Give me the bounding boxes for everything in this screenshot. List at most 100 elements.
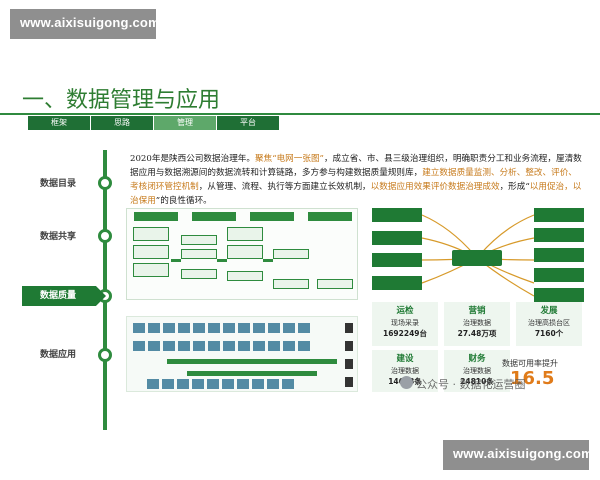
title-divider [0,113,600,115]
flow-column [317,227,353,293]
arch-node [283,323,295,333]
para-text: 2020年是陕西公司数据治理年。 [130,154,255,164]
flow-stage [134,212,178,221]
mindmap-node [534,248,584,262]
stat-label: 治理数据 [463,367,491,375]
timeline-dot [98,229,112,243]
flow-stage [192,212,236,221]
mindmap-node [534,208,584,222]
flow-column [133,227,169,281]
stat-label: 现场采录 [391,319,419,327]
watermark-bottom: www.aixisuigong.com [443,440,593,470]
arch-node [298,323,310,333]
stat-label: 治理高损台区 [528,319,570,327]
tab-platform[interactable]: 平台 [217,116,279,130]
timeline [98,150,112,430]
arch-tag [345,341,353,351]
arch-node [133,341,145,351]
arch-node [268,323,280,333]
flow-box [317,279,353,289]
arch-node [208,323,220,333]
arch-tag [345,359,353,369]
stat-value: 7160个 [534,329,564,338]
arch-node [193,341,205,351]
flow-box [181,249,217,259]
stat-value: 1692249台 [382,329,428,338]
arch-node [237,379,249,389]
arch-node [282,379,294,389]
arch-node [177,379,189,389]
arch-row [147,379,294,389]
flow-column [181,227,217,283]
arch-node [283,341,295,351]
arch-node [222,379,234,389]
stat-card-bg [372,302,438,346]
para-highlight: 以数据应用效果评价数据治理成效 [370,182,500,192]
arch-node [163,341,175,351]
arch-node [253,341,265,351]
arch-node [223,323,235,333]
tab-framework[interactable]: 框架 [28,116,90,130]
mindmap-node [372,208,422,222]
tab-bar: 框架 思路 管理 平台 [28,116,280,130]
mindmap-node [372,253,422,267]
arch-node [148,323,160,333]
flow-column [227,227,263,285]
mindmap-node [372,276,422,290]
stat-heading: 营销 [468,306,486,316]
stat-finance: 财务 治理数据 24810条 [444,352,510,387]
mindmap-node [534,228,584,242]
flow-box [273,249,309,259]
nav-item-data-application[interactable]: 数据应用 [40,350,77,360]
para-text: ，形成“ [499,182,530,192]
nav-item-data-sharing[interactable]: 数据共享 [40,232,77,242]
flow-arrow [263,259,273,262]
para-highlight: 以用促治，以治保用 [130,182,582,206]
arch-node [298,341,310,351]
flow-box [133,227,169,241]
arch-node [148,341,160,351]
nav-item-data-quality[interactable]: 数据质量 [22,286,106,306]
flow-header [127,212,359,222]
stat-development: 发展 治理高损台区 7160个 [516,304,582,339]
availability-value: 16.5 [510,368,555,389]
mindmap-node [372,231,422,245]
arch-node [207,379,219,389]
flow-box [227,245,263,259]
arch-node [267,379,279,389]
arch-node [192,379,204,389]
arch-node [163,323,175,333]
data-mindmap [372,208,584,302]
flow-box [181,269,217,279]
mindmap-node [534,268,584,282]
flow-arrow [217,259,227,262]
flow-box [227,227,263,241]
tab-approach[interactable]: 思路 [91,116,153,130]
stat-value: 27.48万项 [457,329,497,338]
stat-label: 治理数据 [391,367,419,375]
arch-node [253,323,265,333]
arch-row [133,341,310,351]
flow-box [133,263,169,277]
arch-tag [345,323,353,333]
arch-band [187,371,317,376]
stat-card-bg [444,350,510,392]
stat-heading: 财务 [468,354,486,364]
para-text: ”的良性循环。 [155,196,212,206]
quality-flow-diagram [126,208,358,300]
stat-heading: 发展 [540,306,558,316]
flow-arrow [171,259,181,262]
tab-management[interactable]: 管理 [154,116,216,130]
para-text: ，从管理、流程、执行等方面建立长效机制， [198,182,371,192]
architecture-diagram [126,316,358,392]
para-highlight: 建立数据质量监测、分析、整改、评价、考核闭环管控机制 [130,168,577,192]
nav-item-data-catalog[interactable]: 数据目录 [40,179,77,189]
intro-paragraph: 2020年是陕西公司数据治理年。聚焦“电网一张图”，成立省、市、县三级治理组织，… [130,152,582,208]
arch-node [238,323,250,333]
stat-card-bg [444,302,510,346]
arch-node [162,379,174,389]
stat-marketing: 营销 治理数据 27.48万项 [444,304,510,339]
arch-node [133,323,145,333]
stat-label: 治理数据 [463,319,491,327]
stat-value: 24810条 [460,377,494,386]
